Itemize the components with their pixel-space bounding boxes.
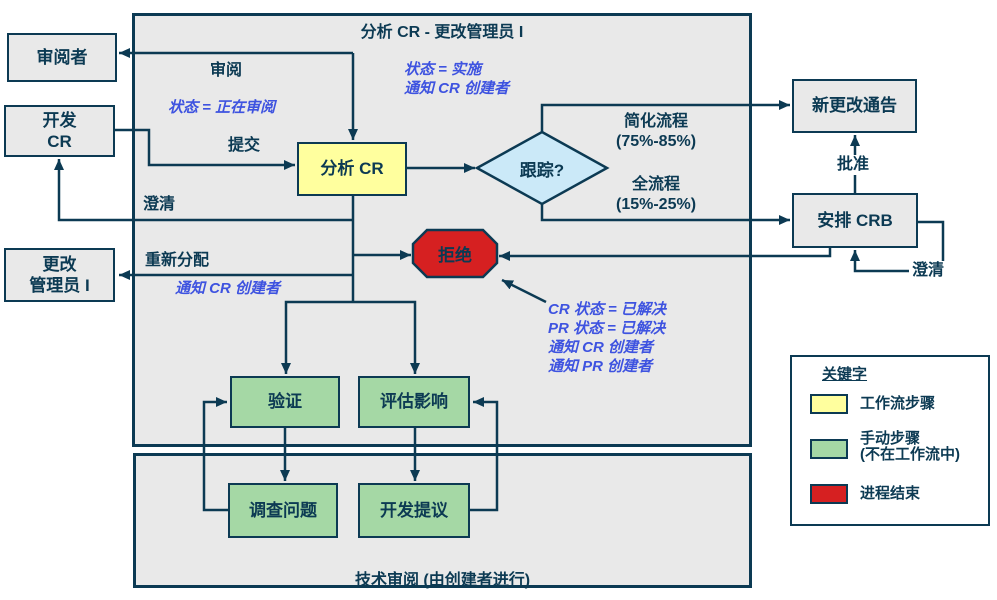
- status-under-review-annotation: 状态 = 正在审阅: [168, 99, 276, 116]
- legend-workflow-swatch: [810, 394, 848, 414]
- track-decision-label: 跟踪?: [519, 160, 565, 180]
- review-edge-label: 审阅: [210, 62, 243, 79]
- develop-cr-node: 开发 CR: [4, 105, 115, 157]
- legend-end-swatch: [810, 484, 848, 504]
- analyze-cr-node: 分析 CR: [297, 142, 407, 196]
- legend-box: 关键字 工作流步骤 手动步骤 (不在工作流中) 进程结束: [790, 355, 990, 526]
- legend-manual-label: 手动步骤 (不在工作流中): [860, 430, 960, 464]
- legend-title: 关键字: [822, 366, 868, 383]
- change-admin-node: 更改 管理员 I: [4, 248, 115, 302]
- reassign-edge-label: 重新分配: [145, 252, 210, 269]
- legend-workflow-label: 工作流步骤: [860, 395, 936, 412]
- tech-review-title: 技术审阅 (由创建者进行): [354, 572, 531, 589]
- investigate-problem-node: 调查问题: [228, 483, 338, 538]
- approve-edge-label: 批准: [833, 155, 873, 175]
- full-path-label: 全流程 (15%-25%): [615, 176, 697, 213]
- assess-impact-node: 评估影响: [358, 376, 470, 428]
- develop-proposal-node: 开发提议: [358, 483, 470, 538]
- fast-path-label: 简化流程 (75%-85%): [615, 113, 697, 150]
- new-change-notice-node: 新更改通告: [792, 79, 917, 133]
- reviewer-node: 审阅者: [7, 33, 117, 82]
- clarify-right-edge-label: 澄清: [908, 261, 948, 281]
- reject-label: 拒绝: [438, 246, 472, 265]
- schedule-crb-node: 安排 CRB: [792, 193, 918, 248]
- clarify-left-edge-label: 澄清: [143, 196, 176, 213]
- main-container-title: 分析 CR - 更改管理员 I: [360, 24, 524, 41]
- submit-edge-label: 提交: [228, 137, 261, 154]
- legend-manual-swatch: [810, 439, 848, 459]
- notify-cr-creator-annotation: 通知 CR 创建者: [175, 280, 281, 297]
- legend-end-label: 进程结束: [860, 485, 921, 502]
- verify-node: 验证: [230, 376, 340, 428]
- status-implement-annotation: 状态 = 实施 通知 CR 创建者: [404, 61, 510, 97]
- resolved-annotation: CR 状态 = 已解决 PR 状态 = 已解决 通知 CR 创建者 通知 PR …: [548, 301, 666, 375]
